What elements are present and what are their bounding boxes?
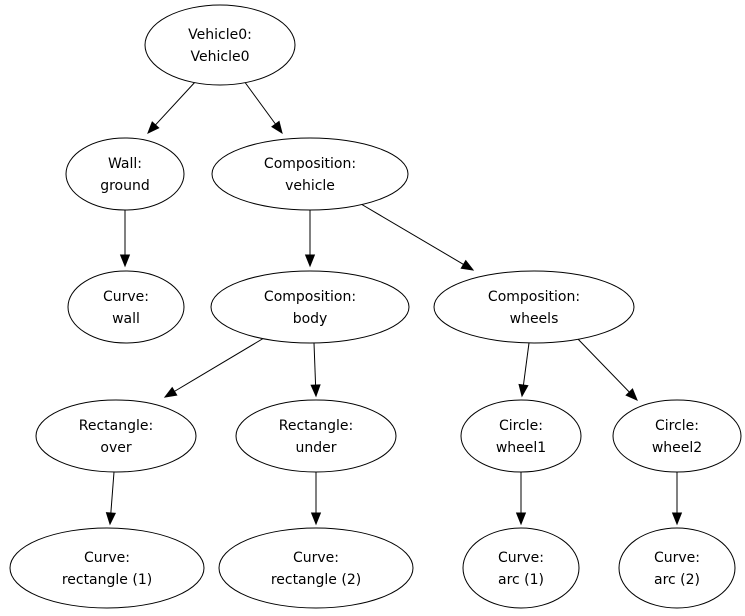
node-label-name: arc (1) — [498, 572, 544, 588]
node-label-name: vehicle — [285, 178, 335, 194]
edge-line — [313, 342, 317, 386]
node-label-type: Curve: — [103, 289, 149, 305]
edge-line — [174, 337, 265, 392]
node-label-type: Rectangle: — [279, 418, 353, 434]
node-ellipse[interactable] — [211, 137, 409, 211]
node-label-type: Composition: — [264, 289, 356, 305]
graph-edge-circle_wheel2-to-curve_arc_2 — [671, 472, 683, 526]
node-label-type: Composition: — [488, 289, 580, 305]
edge-line — [155, 80, 197, 126]
arrowhead-icon — [271, 120, 283, 135]
node-label-name: wall — [112, 311, 140, 327]
graph-edge-composition_body-to-rectangle_over — [163, 337, 265, 398]
graph-node-circle_wheel1[interactable]: Circle: wheel1 — [460, 399, 582, 473]
node-label-name: wheel2 — [652, 440, 702, 456]
graph-edge-rectangle_under-to-curve_rectangle_2 — [310, 472, 322, 526]
node-label-type: Circle: — [499, 418, 543, 434]
graph-node-curve_rectangle_2[interactable]: Curve: rectangle (2) — [218, 527, 414, 609]
graph-edge-composition_vehicle-to-composition_wheels — [360, 203, 475, 271]
node-label-type: Rectangle: — [79, 418, 153, 434]
graph-edge-composition_wheels-to-circle_wheel2 — [575, 336, 638, 401]
node-label-name: wheels — [510, 311, 559, 327]
edge-line — [110, 471, 115, 514]
graph-edge-rectangle_over-to-curve_rectangle_1 — [105, 471, 117, 526]
graph-node-wall_ground[interactable]: Wall: ground — [65, 137, 185, 211]
node-label-name: arc (2) — [654, 572, 700, 588]
node-ellipse[interactable] — [65, 137, 185, 211]
graph-edge-composition_vehicle-to-composition_body — [304, 210, 316, 268]
node-label-name: wheel1 — [496, 440, 546, 456]
edge-line — [522, 342, 530, 386]
node-label-type: Curve: — [654, 550, 700, 566]
node-label-type: Composition: — [264, 156, 356, 172]
node-ellipse[interactable] — [67, 270, 185, 344]
node-ellipse[interactable] — [35, 399, 197, 473]
node-label-type: Curve: — [498, 550, 544, 566]
graph-node-vehicle0[interactable]: Vehicle0: Vehicle0 — [144, 4, 296, 86]
node-ellipse[interactable] — [9, 527, 205, 609]
edge-line — [360, 203, 464, 265]
arrowhead-icon — [105, 512, 117, 526]
arrowhead-icon — [304, 254, 316, 268]
graph-node-composition_vehicle[interactable]: Composition: vehicle — [211, 137, 409, 211]
graph-node-composition_body[interactable]: Composition: body — [210, 270, 410, 344]
node-label-type: Circle: — [655, 418, 699, 434]
graph-edge-wall_ground-to-curve_wall — [119, 210, 131, 268]
edges-layer — [105, 80, 683, 526]
node-label-name: body — [293, 311, 328, 327]
node-ellipse[interactable] — [433, 270, 635, 344]
graph-node-composition_wheels[interactable]: Composition: wheels — [433, 270, 635, 344]
arrowhead-icon — [460, 259, 475, 271]
graph-edge-composition_wheels-to-circle_wheel1 — [518, 342, 530, 398]
graph-node-rectangle_over[interactable]: Rectangle: over — [35, 399, 197, 473]
node-label-type: Curve: — [84, 550, 130, 566]
graph-edge-vehicle0-to-composition_vehicle — [243, 80, 283, 135]
arrowhead-icon — [147, 121, 160, 134]
arrowhead-icon — [310, 384, 321, 398]
graph-node-circle_wheel2[interactable]: Circle: wheel2 — [612, 399, 742, 473]
node-label-name: Vehicle0 — [191, 49, 250, 65]
node-label-name: rectangle (2) — [271, 572, 361, 588]
edge-line — [243, 80, 276, 125]
graph-node-curve_arc_1[interactable]: Curve: arc (1) — [462, 527, 580, 609]
edge-line — [575, 336, 630, 393]
arrowhead-icon — [671, 512, 683, 526]
node-label-name: under — [295, 440, 336, 456]
graph-node-curve_arc_2[interactable]: Curve: arc (2) — [618, 527, 736, 609]
graph-edge-vehicle0-to-wall_ground — [147, 80, 197, 134]
node-ellipse[interactable] — [235, 399, 397, 473]
node-label-type: Curve: — [293, 550, 339, 566]
arrowhead-icon — [119, 254, 131, 268]
graph-node-curve_wall[interactable]: Curve: wall — [67, 270, 185, 344]
arrowhead-icon — [625, 388, 638, 401]
node-label-type: Wall: — [108, 156, 142, 172]
arrowhead-icon — [515, 512, 527, 526]
node-label-name: ground — [100, 178, 150, 194]
graph-node-rectangle_under[interactable]: Rectangle: under — [235, 399, 397, 473]
node-ellipse[interactable] — [462, 527, 580, 609]
arrowhead-icon — [163, 386, 178, 398]
arrowhead-icon — [310, 512, 322, 526]
arrowhead-icon — [518, 383, 529, 398]
graph-node-curve_rectangle_1[interactable]: Curve: rectangle (1) — [9, 527, 205, 609]
graph-edge-composition_body-to-rectangle_under — [310, 342, 321, 398]
node-ellipse[interactable] — [144, 4, 296, 86]
graph-edge-circle_wheel1-to-curve_arc_1 — [515, 472, 527, 526]
node-ellipse[interactable] — [612, 399, 742, 473]
node-ellipse[interactable] — [618, 527, 736, 609]
node-label-type: Vehicle0: — [188, 27, 252, 43]
node-ellipse[interactable] — [218, 527, 414, 609]
nodes-layer: Vehicle0:Vehicle0Wall:groundComposition:… — [9, 4, 742, 609]
node-ellipse[interactable] — [460, 399, 582, 473]
node-ellipse[interactable] — [210, 270, 410, 344]
node-label-name: over — [100, 440, 131, 456]
node-label-name: rectangle (1) — [62, 572, 152, 588]
